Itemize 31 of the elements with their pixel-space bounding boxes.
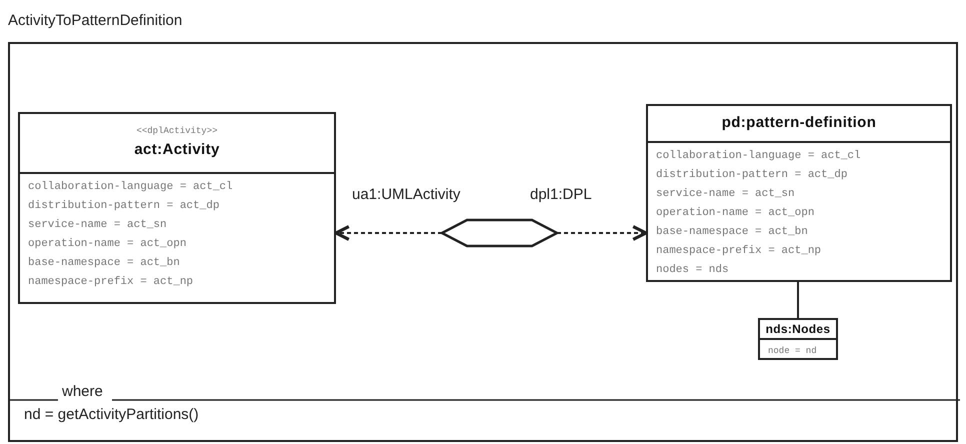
attribute-text: namespace-prefix = act_np xyxy=(28,275,194,290)
attribute-text: base-namespace = act_bn xyxy=(28,256,181,271)
attribute-text: operation-name = act_opn xyxy=(28,237,188,252)
object-box xyxy=(758,318,838,360)
hexagon-shape xyxy=(439,218,560,248)
attribute-text: service-name = act_sn xyxy=(28,218,168,233)
constraint-text: nd = getActivityPartitions() xyxy=(24,405,199,425)
object-box xyxy=(646,104,952,282)
object-name: pd:pattern-definition xyxy=(722,113,876,134)
object-box xyxy=(18,112,336,304)
connector-line xyxy=(797,282,799,318)
attribute-text: distribution-pattern = act_dp xyxy=(656,168,848,183)
attribute-text: node = nd xyxy=(768,345,818,358)
object-name: nds:Nodes xyxy=(766,321,830,338)
attribute-text: namespace-prefix = act_np xyxy=(656,244,822,259)
attribute-text: collaboration-language = act_cl xyxy=(656,149,862,164)
edge-label: ua1:UMLActivity xyxy=(352,185,460,205)
attribute-text: operation-name = act_opn xyxy=(656,206,816,221)
object-name: act:Activity xyxy=(134,140,220,160)
dashed-arrow xyxy=(334,225,442,241)
stereotype-text: <<dplActivity>> xyxy=(136,125,218,138)
attribute-text: nodes = nds xyxy=(656,263,730,278)
section-label: where xyxy=(62,382,103,402)
attribute-text: service-name = act_sn xyxy=(656,187,796,202)
dashed-arrow xyxy=(557,225,648,241)
attribute-text: collaboration-language = act_cl xyxy=(28,180,234,195)
attribute-text: base-namespace = act_bn xyxy=(656,225,809,240)
attribute-text: distribution-pattern = act_dp xyxy=(28,199,220,214)
frame-box xyxy=(8,42,958,442)
edge-label: dpl1:DPL xyxy=(530,185,592,205)
diagram-title: ActivityToPatternDefinition xyxy=(8,11,182,31)
